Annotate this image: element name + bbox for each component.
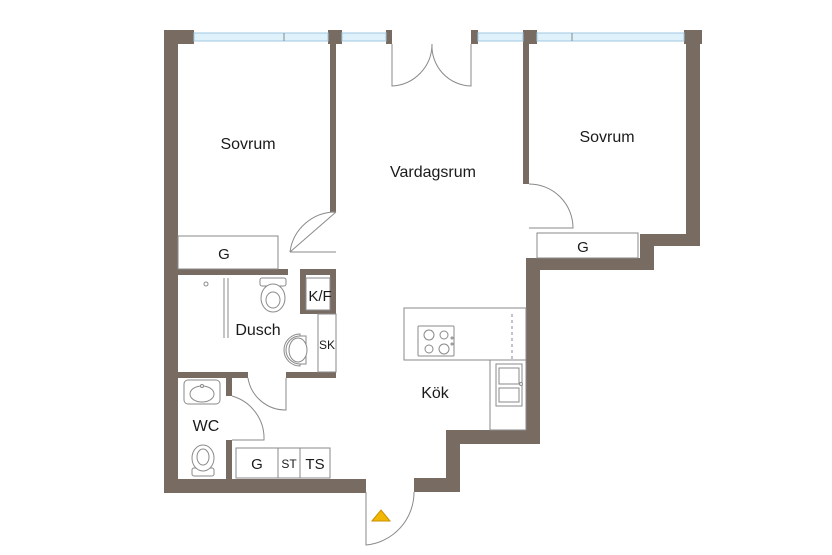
wall-bottom-left	[164, 479, 360, 493]
wardrobe-right-label: G	[577, 239, 589, 256]
cabinet-label: SK	[319, 338, 335, 352]
wall-bathroom-bottom	[178, 372, 248, 378]
window-bedroom-right	[536, 32, 685, 42]
wall-kf-bottom	[300, 310, 336, 314]
wall-top-left-corner	[164, 30, 194, 44]
window-living-right	[477, 32, 524, 42]
wall-wc-right-lower	[226, 440, 232, 480]
wall-top-door-right	[471, 30, 478, 44]
wall-right-step-3	[526, 258, 654, 270]
wall-shower-right	[300, 275, 306, 313]
stove-icon	[417, 325, 455, 357]
wall-top-door-left	[386, 30, 392, 44]
room-label-wc: WC	[193, 418, 220, 435]
wall-kitchen-bottom	[446, 430, 540, 444]
wall-entry-right-vertical	[446, 430, 460, 480]
wardrobe-left: G	[177, 235, 279, 270]
wall-bathroom-bottom-right	[286, 372, 336, 378]
wall-left	[164, 30, 178, 493]
kitchen-sink-icon	[495, 363, 523, 407]
window-living-left	[341, 32, 387, 42]
windows	[193, 32, 685, 42]
balcony-door-left	[391, 43, 433, 87]
wall-bedroom-left-inner	[330, 44, 336, 212]
wall-entry-jamb	[360, 479, 366, 493]
wall-wc-right	[226, 376, 232, 396]
wall-bedroom-right-inner	[523, 44, 529, 184]
room-label-shower: Dusch	[235, 322, 280, 339]
washbasin-icon	[283, 333, 308, 367]
toilet-icon	[259, 277, 287, 313]
wall-kitchen-right	[526, 258, 540, 444]
drying-cabinet-label: TS	[305, 456, 324, 473]
wc-washbasin-icon	[183, 379, 221, 405]
wardrobe-left-label: G	[218, 246, 230, 263]
doors	[231, 43, 574, 546]
wall-top-mid-right	[523, 30, 537, 44]
bedroom-right-door	[528, 183, 574, 229]
balcony-door-right	[431, 43, 472, 87]
hall-storage-row: G ST TS	[235, 447, 331, 479]
room-label-bedroom-right: Sovrum	[579, 129, 634, 146]
entrance-arrow-icon	[370, 509, 392, 522]
shower-area	[203, 278, 229, 338]
walls	[164, 30, 702, 493]
room-label-living-room: Vardagsrum	[390, 164, 476, 181]
wall-entry-right-step	[414, 478, 460, 492]
wardrobe-hall-label: G	[251, 456, 263, 473]
cabinet: SK	[317, 313, 337, 373]
room-label-bedroom-left: Sovrum	[220, 136, 275, 153]
wardrobe-right: G	[536, 232, 639, 259]
wc-door	[231, 395, 265, 441]
bedroom-left-door	[289, 211, 337, 253]
bathroom-door	[247, 377, 287, 411]
window-bedroom-left	[193, 32, 329, 42]
wall-top-mid-left	[328, 30, 342, 44]
entry-door	[365, 491, 415, 546]
storage-label: ST	[281, 457, 297, 471]
fridge-freezer: K/F	[305, 277, 332, 311]
wall-bathroom-top	[178, 269, 288, 275]
fridge-freezer-label: K/F	[308, 288, 331, 305]
wall-right-step-1	[640, 234, 700, 246]
wc-toilet-icon	[191, 444, 215, 477]
room-label-kitchen: Kök	[421, 385, 450, 402]
wall-right	[686, 30, 700, 246]
wall-bathroom-top-right	[300, 269, 336, 275]
room-labels: Sovrum Sovrum Vardagsrum Dusch WC Kök	[193, 129, 635, 435]
